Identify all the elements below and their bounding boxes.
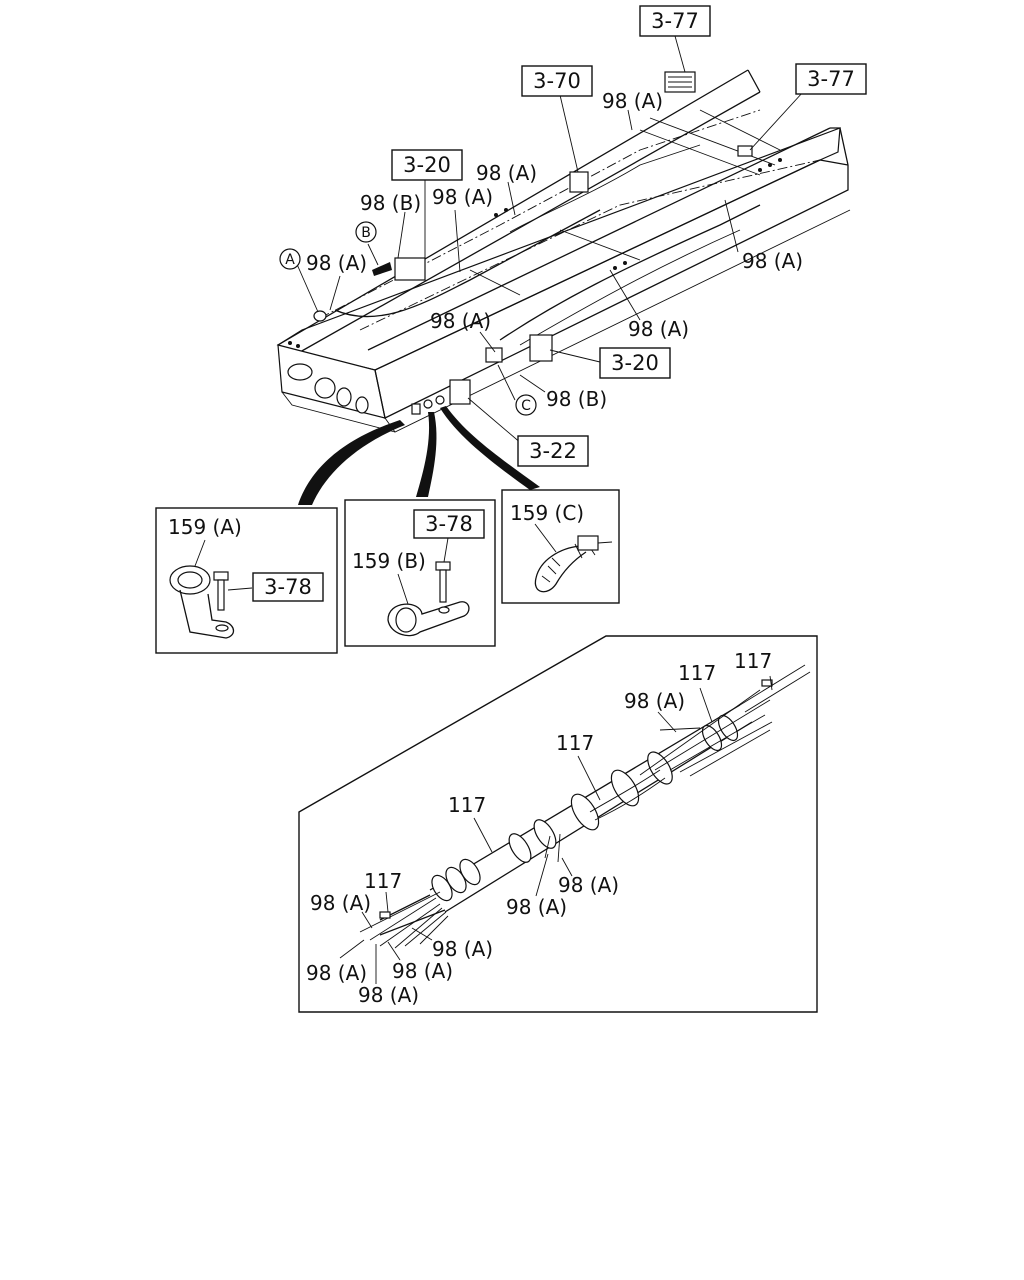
detail-wedges bbox=[298, 406, 540, 505]
ref-3-78-b-text: 3-78 bbox=[425, 512, 473, 536]
circle-marker-c: C bbox=[515, 394, 537, 416]
label-159a: 159 (A) bbox=[168, 515, 242, 539]
label-98a-d7: 98 (A) bbox=[392, 959, 453, 983]
label-159b: 159 (B) bbox=[352, 549, 426, 573]
circle-marker-a: A bbox=[279, 248, 301, 270]
label-117-1: 117 bbox=[678, 661, 716, 685]
label-98a-1: 98 (A) bbox=[602, 89, 663, 113]
label-98a-5: 98 (A) bbox=[742, 249, 803, 273]
label-98a-d8: 98 (A) bbox=[358, 983, 419, 1007]
leader-lines bbox=[295, 35, 804, 445]
ref-3-77-right[interactable]: 3-77 bbox=[795, 63, 867, 95]
ref-3-77-top[interactable]: 3-77 bbox=[639, 5, 711, 37]
ref-3-78-a[interactable]: 3-78 bbox=[252, 572, 324, 602]
label-98b-1: 98 (B) bbox=[360, 191, 421, 215]
label-98a-d3: 98 (A) bbox=[558, 873, 619, 897]
svg-text:A: A bbox=[285, 252, 295, 268]
label-117-4: 117 bbox=[448, 793, 486, 817]
svg-text:B: B bbox=[361, 225, 371, 241]
ref-3-78-b[interactable]: 3-78 bbox=[413, 509, 485, 539]
label-98a-2: 98 (A) bbox=[476, 161, 537, 185]
ref-3-20-left-text: 3-20 bbox=[403, 153, 451, 177]
ref-3-77-top-text: 3-77 bbox=[651, 9, 699, 33]
circle-marker-b: B bbox=[355, 221, 377, 243]
label-98a-d4: 98 (A) bbox=[506, 895, 567, 919]
frame-components bbox=[313, 71, 753, 415]
ref-3-22-text: 3-22 bbox=[529, 439, 577, 463]
label-98a-d6: 98 (A) bbox=[306, 961, 367, 985]
label-98a-d1: 98 (A) bbox=[624, 689, 685, 713]
ref-3-70[interactable]: 3-70 bbox=[521, 65, 593, 97]
label-98a-d5: 98 (A) bbox=[432, 937, 493, 961]
label-98a-4: 98 (A) bbox=[306, 251, 367, 275]
harness-trunk bbox=[359, 664, 811, 949]
ref-3-78-a-text: 3-78 bbox=[264, 575, 312, 599]
panel-leaders bbox=[339, 675, 773, 984]
ref-3-70-text: 3-70 bbox=[533, 69, 581, 93]
label-98a-d2: 98 (A) bbox=[310, 891, 371, 915]
frame-holes bbox=[288, 158, 782, 348]
label-117-3: 117 bbox=[556, 731, 594, 755]
frame-part-labels: 98 (A) 98 (A) 98 (B) 98 (A) 98 (A) 98 (A… bbox=[306, 89, 803, 411]
svg-text:C: C bbox=[521, 398, 531, 414]
detail-box-159a: 159 (A) 3-78 bbox=[155, 507, 338, 654]
ref-3-77-right-text: 3-77 bbox=[807, 67, 855, 91]
ref-3-22[interactable]: 3-22 bbox=[517, 435, 589, 467]
ref-3-20-right-text: 3-20 bbox=[611, 351, 659, 375]
ref-3-20-right[interactable]: 3-20 bbox=[599, 347, 671, 379]
label-98b-2: 98 (B) bbox=[546, 387, 607, 411]
harness-detail-panel: 117 117 98 (A) 117 117 117 98 (A) 98 (A)… bbox=[298, 635, 818, 1013]
detail-box-159b: 3-78 159 (B) bbox=[344, 499, 496, 647]
label-117-2: 117 bbox=[734, 649, 772, 673]
label-117-5: 117 bbox=[364, 869, 402, 893]
label-98a-3: 98 (A) bbox=[432, 185, 493, 209]
chassis-frame bbox=[276, 69, 851, 433]
detail-box-159c: 159 (C) bbox=[501, 489, 620, 604]
ref-3-20-left[interactable]: 3-20 bbox=[391, 149, 463, 181]
label-98a-7: 98 (A) bbox=[430, 309, 491, 333]
label-159c: 159 (C) bbox=[510, 501, 584, 525]
label-98a-6: 98 (A) bbox=[628, 317, 689, 341]
